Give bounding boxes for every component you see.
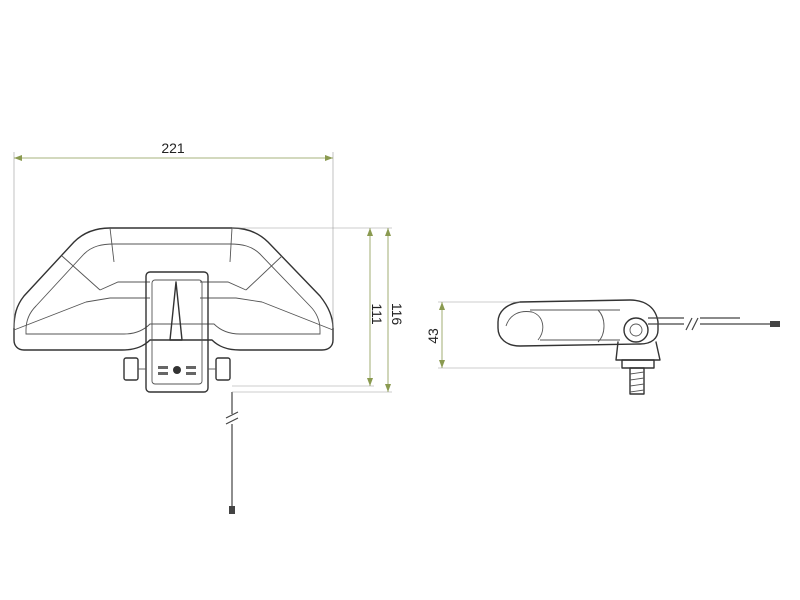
bracket-bolt: [173, 366, 181, 374]
lamp-body-outline: [13, 227, 334, 351]
side-nut-left: [123, 357, 139, 381]
segment-line: [13, 301, 87, 331]
bracket-marking: [186, 372, 196, 375]
wire-side: [648, 317, 770, 331]
segment-line: [109, 227, 115, 263]
pivot-joint-inner: [629, 323, 643, 337]
side-lens-curve: [505, 311, 544, 341]
front-dimensions: 221 111 116: [13, 140, 405, 393]
arrow-head: [325, 155, 333, 161]
front-view: [13, 227, 334, 514]
bracket-marking: [158, 372, 168, 375]
center-step: [99, 281, 247, 291]
arrow-head: [385, 384, 391, 392]
arrow-head: [14, 155, 22, 161]
width-dimension-label: 221: [161, 140, 185, 156]
bracket-fin: [169, 281, 183, 341]
segment-line: [229, 227, 233, 263]
side-view: [497, 299, 780, 395]
thread: [629, 371, 645, 375]
lens-inner-outline: [25, 243, 321, 335]
thread: [629, 383, 645, 387]
center-step-lower: [85, 297, 263, 303]
pivot-joint: [623, 317, 649, 343]
side-body-outline: [497, 299, 659, 347]
segment-line: [61, 255, 101, 291]
side-nut-right: [215, 357, 231, 381]
threaded-stud: [629, 367, 645, 395]
side-height-dimension-label: 43: [425, 328, 441, 344]
mount-nut: [621, 359, 655, 369]
height-outer-dimension-label: 116: [389, 303, 405, 326]
arrow-head: [439, 302, 445, 310]
thread: [629, 377, 645, 381]
arrow-head: [367, 378, 373, 386]
thread: [629, 389, 645, 393]
segment-line: [245, 255, 283, 291]
mount-bracket-inner: [151, 279, 203, 385]
side-end-cap: [597, 309, 605, 343]
segment-line: [261, 301, 334, 331]
mount-bracket: [145, 271, 209, 393]
wire-front: [225, 392, 239, 508]
wire-tip-front: [229, 506, 235, 514]
bracket-marking: [158, 366, 168, 369]
side-dimensions: 43: [425, 301, 620, 369]
arrow-head: [439, 360, 445, 368]
bracket-marking: [186, 366, 196, 369]
wire-tip-side: [770, 321, 780, 327]
arrow-head: [385, 228, 391, 236]
height-inner-dimension-label: 111: [369, 303, 385, 324]
arrow-head: [367, 228, 373, 236]
